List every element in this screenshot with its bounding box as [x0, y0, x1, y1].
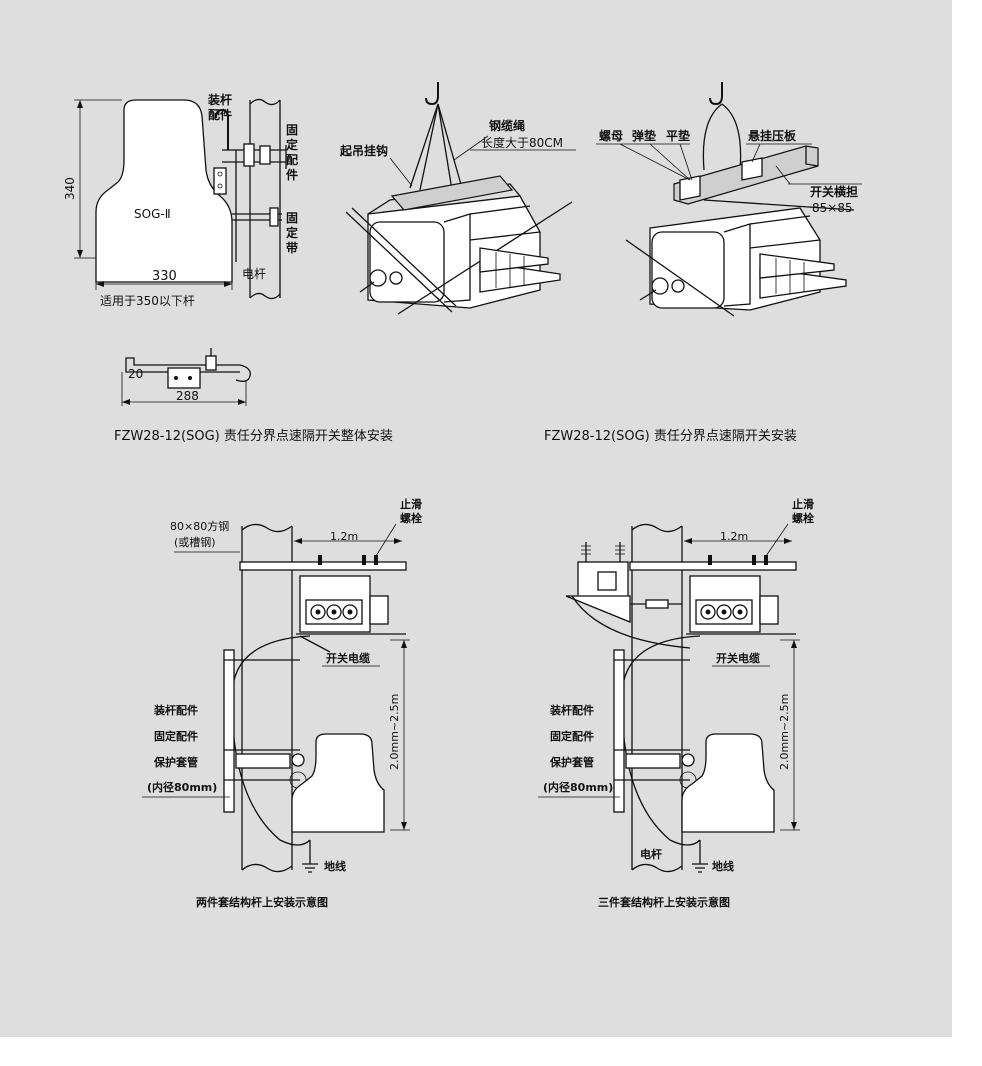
height-dim-left: 2.0mm~2.5m [388, 694, 401, 770]
cable-label-left: 开关电缆 [326, 651, 370, 665]
bracket-dim-length: 288 [176, 389, 199, 403]
sog-outline-drawing [74, 98, 287, 300]
label-dai: 带 [286, 240, 298, 255]
ground-label-right: 地线 [712, 859, 734, 873]
bolt-label2-left: 螺栓 [400, 511, 422, 525]
switch-crossarm-drawing [625, 82, 855, 317]
label-gu1: 固 [286, 123, 298, 137]
drawing-sheet: 装杆 配件 固 定 配 件 固 定 带 340 SOG-Ⅱ 330 电杆 适用于… [0, 0, 952, 1037]
hook-label: 起吊挂钩 [339, 143, 388, 158]
caption-bottom-left: 两件套结构杆上安装示意图 [196, 895, 328, 909]
label-guding-right: 固定配件 [550, 729, 594, 743]
label-jian: 件 [286, 167, 298, 182]
hook-icon [215, 108, 229, 150]
dim-span-left: 1.2m [330, 530, 358, 543]
ground-icon [302, 840, 318, 873]
steel-label: 80×80方钢 [170, 519, 229, 533]
cable-label-right: 开关电缆 [716, 651, 760, 665]
label-pei: 配 [286, 152, 298, 167]
dim-span-right: 1.2m [720, 530, 748, 543]
two-piece-drawing [223, 523, 410, 873]
label-ding2: 定 [286, 225, 298, 240]
steel-alt: (或槽钢) [174, 536, 216, 549]
crossarm-label: 开关横担 [810, 184, 858, 199]
pole-label-right: 电杆 [640, 847, 662, 861]
rope-label: 钢缆绳 [489, 118, 525, 133]
installation-diagrams: 装杆 配件 固 定 配 件 固 定 带 340 SOG-Ⅱ 330 电杆 适用于… [63, 82, 862, 909]
nut-label: 螺母 [599, 128, 623, 143]
crossarm-size: 85×85 [812, 201, 853, 215]
dim-width: 330 [152, 269, 177, 284]
label-baohu-left: 保护套管 [153, 755, 198, 769]
label-zhuang-right: 装杆配件 [549, 703, 594, 717]
label-guding-left: 固定配件 [154, 729, 198, 743]
caption-top-left: FZW28-12(SOG) 责任分界点速隔开关整体安装 [114, 429, 393, 444]
caption-top-right: FZW28-12(SOG) 责任分界点速隔开关安装 [544, 429, 797, 444]
crane-hook-icon-right [709, 82, 723, 106]
bolt-label1-right: 止滑 [792, 497, 814, 511]
switch-hoisting-drawing [345, 82, 573, 315]
pole-outline [249, 100, 281, 298]
bracket-dim-small: 20 [128, 367, 143, 381]
ground-label-left: 地线 [324, 859, 346, 873]
dim-height: 340 [63, 177, 77, 200]
ground-icon-right [692, 840, 708, 873]
label-zhuang-left: 装杆配件 [153, 703, 198, 717]
model-label: SOG-Ⅱ [134, 207, 171, 221]
flat-washer-label: 平垫 [666, 128, 690, 143]
rope-note: 长度大于80CM [481, 135, 563, 150]
applicable-note: 适用于350以下杆 [100, 294, 195, 308]
label-peijian: 配件 [208, 107, 232, 122]
label-zhuang: 装杆 [207, 92, 232, 107]
label-gu2: 固 [286, 211, 298, 225]
label-neijing-right: (内径80mm) [543, 780, 613, 794]
bracket-detail [121, 348, 251, 406]
bolt-label1-left: 止滑 [400, 497, 422, 511]
bolt-label2-right: 螺栓 [792, 511, 814, 525]
caption-bottom-right: 三件套结构杆上安装示意图 [598, 895, 730, 909]
pole-label: 电杆 [242, 267, 266, 281]
height-dim-right: 2.0mm~2.5m [778, 694, 791, 770]
label-neijing-left: (内径80mm) [147, 780, 217, 794]
plate-label: 悬挂压板 [747, 128, 797, 143]
label-ding1: 定 [286, 137, 298, 152]
sog-body-outline [95, 99, 233, 283]
spring-washer-label: 弹垫 [632, 128, 656, 143]
label-baohu-right: 保护套管 [549, 755, 594, 769]
crane-hook-icon [425, 82, 439, 106]
three-piece-drawing [565, 523, 800, 873]
